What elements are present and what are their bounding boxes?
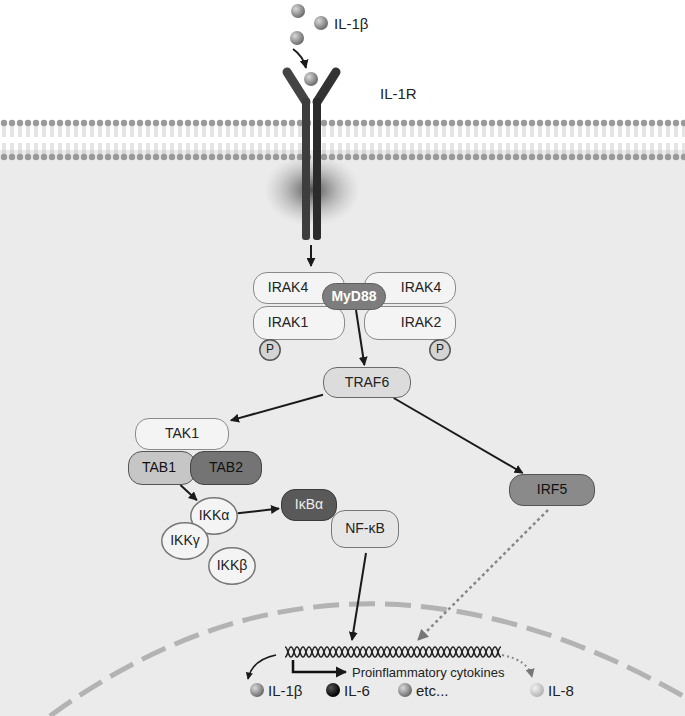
cell-membrane bbox=[0, 118, 685, 162]
node-text: IKKα bbox=[199, 508, 230, 523]
node-text: TAB2 bbox=[209, 460, 243, 475]
binding-protein-box: TAB1 bbox=[128, 451, 196, 485]
node-text: NF-κB bbox=[345, 521, 385, 536]
node-text: IRF5 bbox=[537, 482, 567, 497]
ellipse-shape bbox=[430, 340, 450, 360]
kinase-box: IRAK1 bbox=[253, 306, 345, 340]
cytokine-label: IL-1β bbox=[268, 683, 302, 698]
ligand-label: IL-1β bbox=[334, 16, 368, 31]
phosphate-circle: P bbox=[429, 339, 451, 361]
inhibitor-box: IκBα bbox=[281, 489, 337, 521]
nuclear-envelope bbox=[50, 604, 685, 716]
node-text: P bbox=[436, 343, 444, 356]
ellipse-shape bbox=[162, 523, 208, 559]
node-text: TRAF6 bbox=[345, 375, 389, 390]
signal-arrow bbox=[394, 398, 523, 473]
node-text: IRAK4 bbox=[401, 280, 441, 295]
ellipse-shape bbox=[260, 340, 280, 360]
kinase-circle: IKKβ bbox=[208, 547, 256, 585]
node-text: IRAK4 bbox=[268, 280, 308, 295]
translocation-arrow bbox=[418, 510, 548, 640]
node-text: P bbox=[266, 343, 274, 356]
node-text: IκBα bbox=[295, 497, 323, 512]
ligand-spheres bbox=[290, 4, 328, 45]
transcription-factor-box: IRF5 bbox=[509, 474, 595, 506]
node-text: MyD88 bbox=[331, 289, 376, 304]
binding-protein-box: TAB2 bbox=[190, 451, 262, 485]
node-text: TAB1 bbox=[142, 460, 176, 475]
secretion-arrow bbox=[248, 655, 276, 679]
signal-arrow bbox=[238, 509, 279, 514]
cytokine-label: IL-8 bbox=[548, 683, 574, 698]
adaptor-box: MyD88 bbox=[322, 283, 386, 310]
signal-arrow bbox=[356, 310, 364, 365]
transcription-arrow bbox=[293, 660, 346, 672]
node-text: TAK1 bbox=[165, 426, 199, 441]
cytokine-spheres bbox=[250, 683, 544, 697]
receptor-symbol bbox=[287, 72, 336, 240]
adaptor-box: TRAF6 bbox=[323, 367, 411, 398]
kinase-box: IRAK2 bbox=[364, 306, 456, 340]
binding-arrow bbox=[293, 49, 306, 68]
kinase-box: TAK1 bbox=[135, 418, 229, 450]
kinase-circle: IKKγ bbox=[161, 522, 209, 560]
secretion-arrow bbox=[502, 655, 532, 677]
transcription-factor-box: NF-κB bbox=[331, 510, 399, 548]
cytokine-label: etc... bbox=[416, 683, 449, 698]
signal-arrow bbox=[180, 485, 197, 500]
translocation-arrow bbox=[352, 553, 366, 640]
ellipse-shape bbox=[209, 548, 255, 584]
cytoplasm bbox=[0, 150, 685, 716]
node-text: IRAK1 bbox=[268, 315, 308, 330]
signal-arrow bbox=[310, 245, 312, 266]
activation-glow bbox=[264, 154, 360, 226]
phosphate-circle: P bbox=[259, 339, 281, 361]
dna-helix bbox=[285, 645, 501, 659]
signal-arrow bbox=[231, 395, 323, 421]
cytokine-label: IL-6 bbox=[344, 683, 370, 698]
node-text: IRAK2 bbox=[401, 315, 441, 330]
receptor-label: IL-1R bbox=[380, 86, 417, 101]
node-text: IKKγ bbox=[170, 533, 200, 548]
output-label: Proinflammatory cytokines bbox=[352, 666, 504, 679]
node-text: IKKβ bbox=[217, 558, 248, 573]
